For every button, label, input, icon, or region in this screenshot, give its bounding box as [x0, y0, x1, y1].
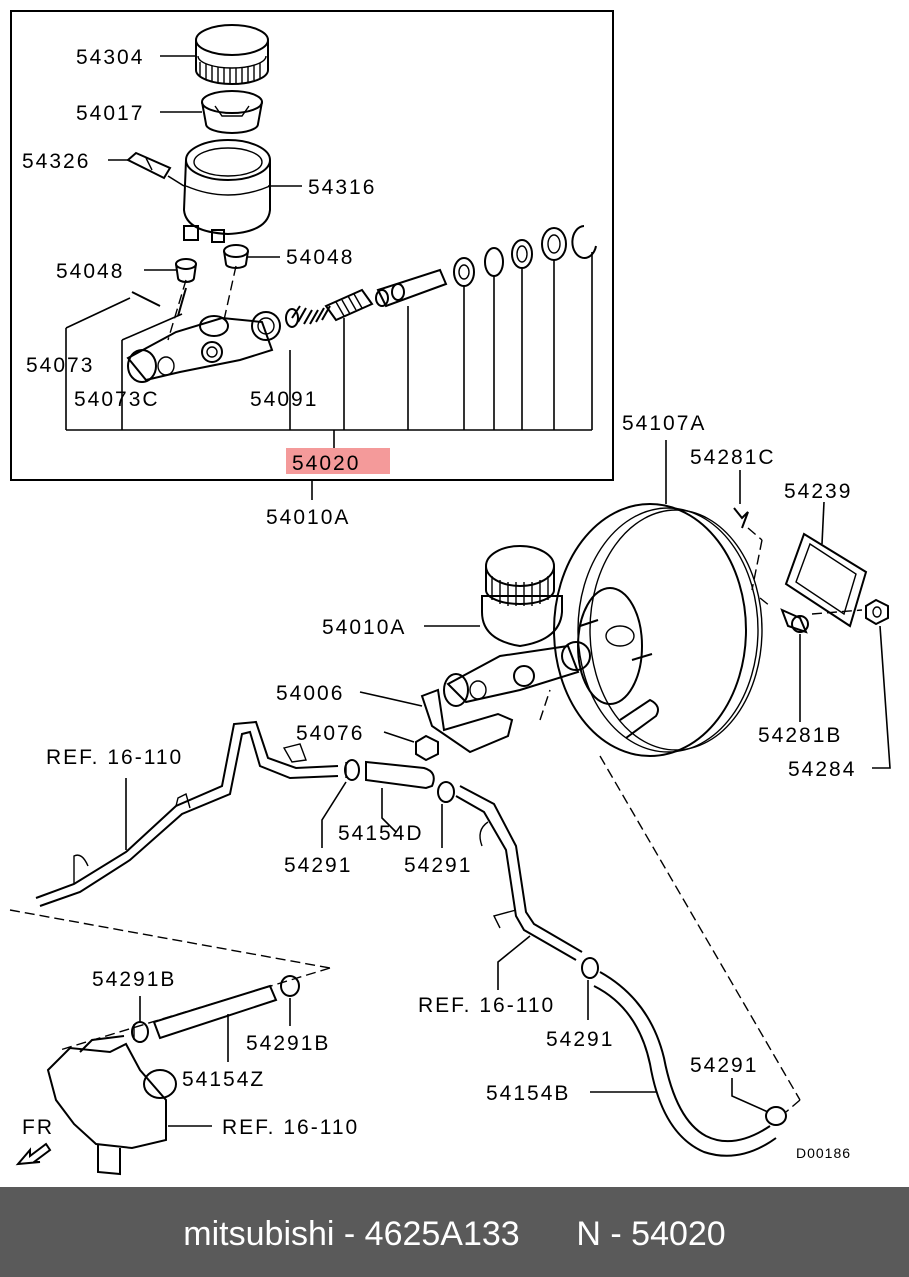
- hose-54154d: [365, 760, 435, 790]
- seal-2: [484, 247, 504, 277]
- clevis-pin: [780, 608, 809, 634]
- hose-clamp-d: [765, 1106, 787, 1126]
- label-54010a-assy: 54010A: [322, 616, 406, 639]
- label-54326: 54326: [22, 150, 90, 173]
- reservoir-clip: [126, 151, 172, 180]
- hose-clamp-54291b-right: [280, 975, 300, 997]
- secondary-piston: [375, 268, 448, 308]
- hose-clamp-b: [437, 781, 455, 803]
- hose-clamp-c: [581, 957, 599, 979]
- brake-booster: [553, 503, 763, 757]
- highlight-54020: [286, 448, 390, 474]
- label-54291b-a: 54291B: [92, 968, 176, 991]
- label-54073: 54073: [26, 354, 94, 377]
- hose-clamp-a: [344, 759, 360, 781]
- footer-title: mitsubishi - 4625A133 N - 54020: [183, 1215, 726, 1253]
- vacuum-pump: [46, 1035, 177, 1176]
- label-54291-b: 54291: [404, 854, 472, 877]
- label-54316: 54316: [308, 176, 376, 199]
- reservoir-cap: [195, 24, 269, 85]
- flange-nut: [865, 598, 889, 626]
- label-54107a: 54107A: [622, 412, 706, 435]
- label-54091: 54091: [250, 388, 318, 411]
- label-54239: 54239: [784, 480, 852, 503]
- label-54073c: 54073C: [74, 388, 160, 411]
- label-ref-top: REF. 16-110: [46, 746, 183, 769]
- hose-54154b: [593, 971, 777, 1157]
- label-54048-left: 54048: [56, 260, 124, 283]
- spring-front: [285, 305, 331, 328]
- label-54304: 54304: [76, 46, 144, 69]
- grommet-left: [175, 258, 197, 283]
- pin-54073: [131, 291, 161, 307]
- front-arrow-icon: [15, 1142, 52, 1166]
- label-54154b: 54154B: [486, 1082, 570, 1105]
- label-54291b-b: 54291B: [246, 1032, 330, 1055]
- grommet-right: [223, 244, 249, 269]
- parts-diagram: 54304 54017 54326 54316 54048 54048: [9, 10, 891, 1176]
- label-54154d: 54154D: [338, 822, 424, 845]
- master-cylinder-assembly: [443, 545, 591, 707]
- reservoir-tank: [182, 139, 271, 243]
- label-54048-right: 54048: [286, 246, 354, 269]
- label-54281c: 54281C: [690, 446, 776, 469]
- label-54281b: 54281B: [758, 724, 842, 747]
- vacuum-pipe-mid: [455, 785, 583, 961]
- clevis-clip: [733, 507, 749, 529]
- primary-piston: [324, 288, 374, 322]
- seal-4: [541, 227, 567, 261]
- label-54154z: 54154Z: [182, 1068, 265, 1091]
- booster-gasket: [784, 532, 868, 628]
- label-54291-a: 54291: [284, 854, 352, 877]
- bracket-nut: [415, 734, 439, 762]
- label-54010a-box: 54010A: [266, 506, 350, 529]
- footer-bar: mitsubishi - 4625A133 N - 54020: [0, 1187, 909, 1277]
- drawing-code: D00186: [796, 1145, 851, 1161]
- master-cylinder-body: [126, 311, 281, 383]
- pipe-bracket: [420, 688, 514, 754]
- seal-3: [511, 239, 533, 269]
- reservoir-strainer: [201, 90, 263, 134]
- label-54020: 54020: [292, 452, 360, 475]
- hose-54154z: [152, 984, 278, 1040]
- seal-1: [453, 257, 475, 287]
- label-fr: FR: [22, 1116, 54, 1139]
- pin-54073c: [177, 287, 187, 317]
- label-ref-bottom: REF. 16-110: [222, 1116, 359, 1139]
- label-54291-c: 54291: [546, 1028, 614, 1051]
- vacuum-pipe-upper: [35, 720, 339, 907]
- label-54291-d: 54291: [690, 1054, 758, 1077]
- label-54076: 54076: [296, 722, 364, 745]
- label-ref-mid: REF. 16-110: [418, 994, 555, 1017]
- label-54284: 54284: [788, 758, 856, 781]
- label-54017: 54017: [76, 102, 144, 125]
- label-54006: 54006: [276, 682, 344, 705]
